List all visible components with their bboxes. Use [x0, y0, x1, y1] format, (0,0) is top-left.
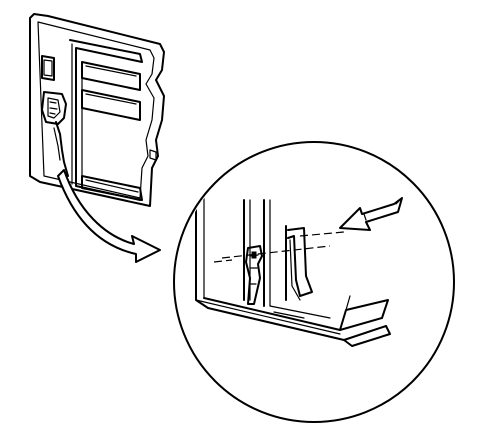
direction-arrow	[339, 197, 403, 231]
latch-handle-assembly	[41, 91, 67, 125]
detail-door-section	[195, 189, 391, 347]
rod-clip	[245, 245, 263, 305]
callout-arrow	[57, 169, 161, 263]
door-panel	[29, 13, 165, 207]
linkage-rod	[53, 121, 69, 177]
detail-magnifier	[173, 141, 455, 423]
